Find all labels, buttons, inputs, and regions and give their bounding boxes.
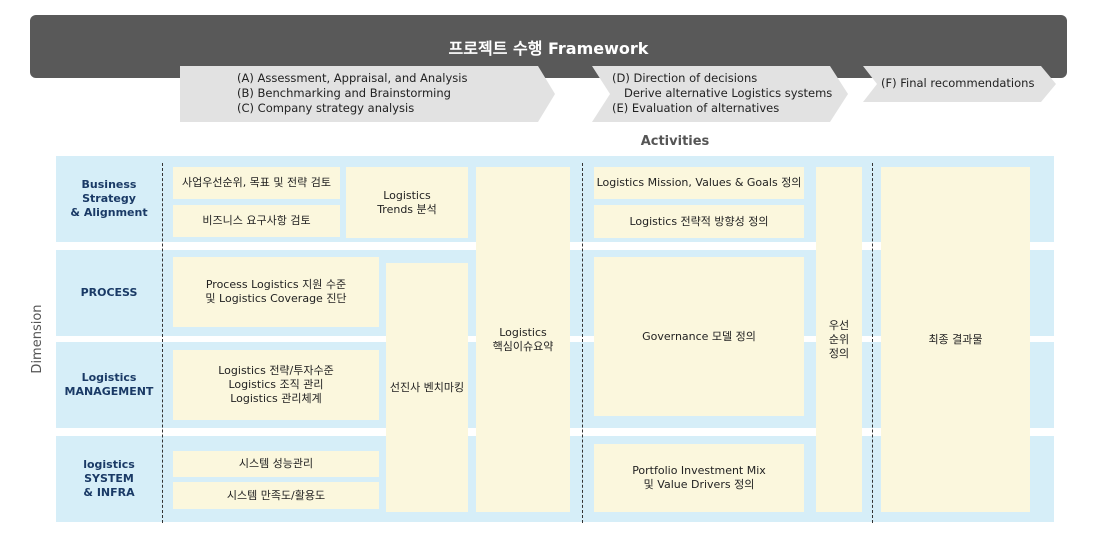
row-label-business: Business Strategy & Alignment (58, 156, 160, 242)
phase-chevron-de: (D) Direction of decisions Derive altern… (592, 66, 848, 122)
box-strategic-direction: Logistics 전략적 방향성 정의 (594, 205, 804, 238)
row-label-system: logistics SYSTEM & INFRA (58, 436, 160, 522)
box-text: Logistics 전략적 방향성 정의 (629, 214, 769, 228)
box-text: Process Logistics 지원 수준 (205, 278, 347, 291)
box-text: Logistics 관리체계 (230, 392, 322, 405)
box-business-requirements-review: 비즈니스 요구사항 검토 (173, 205, 340, 237)
divider-dashed (162, 163, 163, 523)
box-logistics-trends: Logistics Trends 분석 (346, 167, 468, 238)
box-text: Logistics (383, 188, 431, 202)
row-label-line: MANAGEMENT (64, 385, 154, 398)
box-text: 시스템 성능관리 (238, 457, 314, 470)
box-text: 정의 (828, 346, 850, 360)
activities-label: Activities (640, 134, 710, 149)
box-text: 사업우선순위, 목표 및 전략 검토 (181, 176, 332, 189)
box-text: Logistics (499, 325, 547, 339)
box-core-issues: Logistics 핵심이슈요약 (476, 167, 570, 512)
box-text: 순위 (828, 332, 850, 346)
box-text: Governance 모델 정의 (642, 329, 756, 343)
divider-dashed (582, 163, 583, 523)
box-final-deliverables: 최종 결과물 (881, 167, 1030, 512)
phase-a-label: (A) Assessment, Appraisal, and Analysis (237, 71, 468, 85)
box-text: 핵심이슈요약 (492, 339, 554, 353)
box-benchmarking: 선진사 벤치마킹 (386, 263, 468, 512)
box-mission-values-goals: Logistics Mission, Values & Goals 정의 (594, 167, 804, 199)
row-label-line: & INFRA (83, 486, 135, 499)
phase-chevron-f: (F) Final recommendations (863, 66, 1056, 102)
phase-d-sub-label: Derive alternative Logistics systems (624, 86, 833, 100)
row-label-line: Strategy (82, 192, 136, 205)
row-label-line: PROCESS (80, 286, 138, 299)
row-label-management: Logistics MANAGEMENT (58, 342, 160, 428)
box-text: Trends 분석 (377, 202, 437, 216)
row-label-line: Logistics (81, 371, 137, 384)
phase-b-label: (B) Benchmarking and Brainstorming (237, 86, 451, 100)
divider-dashed (872, 163, 873, 523)
row-label-line: Business (81, 178, 137, 191)
box-text: Logistics 전략/투자수준 (218, 364, 334, 377)
box-text: 비즈니스 요구사항 검토 (202, 214, 311, 227)
row-label-process: PROCESS (58, 250, 160, 336)
row-label-line: SYSTEM (84, 472, 134, 485)
phase-chevron-abc: (A) Assessment, Appraisal, and Analysis … (180, 66, 555, 122)
box-text: 및 Logistics Coverage 진단 (205, 292, 347, 305)
box-governance-model: Governance 모델 정의 (594, 257, 804, 416)
phase-c-label: (C) Company strategy analysis (237, 101, 415, 115)
box-management-strategy: Logistics 전략/투자수준 Logistics 조직 관리 Logist… (173, 350, 379, 420)
box-text: Logistics 조직 관리 (228, 378, 324, 391)
box-process-coverage: Process Logistics 지원 수준 및 Logistics Cove… (173, 257, 379, 327)
dimension-label: Dimension (30, 304, 45, 374)
box-portfolio-investment: Portfolio Investment Mix 및 Value Drivers… (594, 444, 804, 512)
box-priority-definition: 우선 순위 정의 (816, 167, 862, 512)
box-business-priority-review: 사업우선순위, 목표 및 전략 검토 (173, 167, 340, 199)
phase-d-label: (D) Direction of decisions (612, 71, 758, 85)
box-text: 시스템 만족도/활용도 (226, 488, 326, 502)
phase-f-label: (F) Final recommendations (881, 76, 1035, 90)
box-text: 선진사 벤치마킹 (389, 380, 465, 394)
box-text: 최종 결과물 (928, 332, 983, 346)
phase-e-label: (E) Evaluation of alternatives (612, 101, 780, 115)
box-text: Portfolio Investment Mix (632, 464, 766, 477)
row-label-line: logistics (83, 458, 135, 471)
box-system-performance: 시스템 성능관리 (173, 451, 379, 477)
box-text: 우선 (828, 318, 850, 332)
box-system-satisfaction: 시스템 만족도/활용도 (173, 482, 379, 509)
box-text: Logistics Mission, Values & Goals 정의 (596, 176, 802, 189)
framework-title: 프로젝트 수행 Framework (448, 39, 649, 58)
box-text: 및 Value Drivers 정의 (643, 478, 755, 491)
row-label-line: & Alignment (70, 206, 148, 219)
